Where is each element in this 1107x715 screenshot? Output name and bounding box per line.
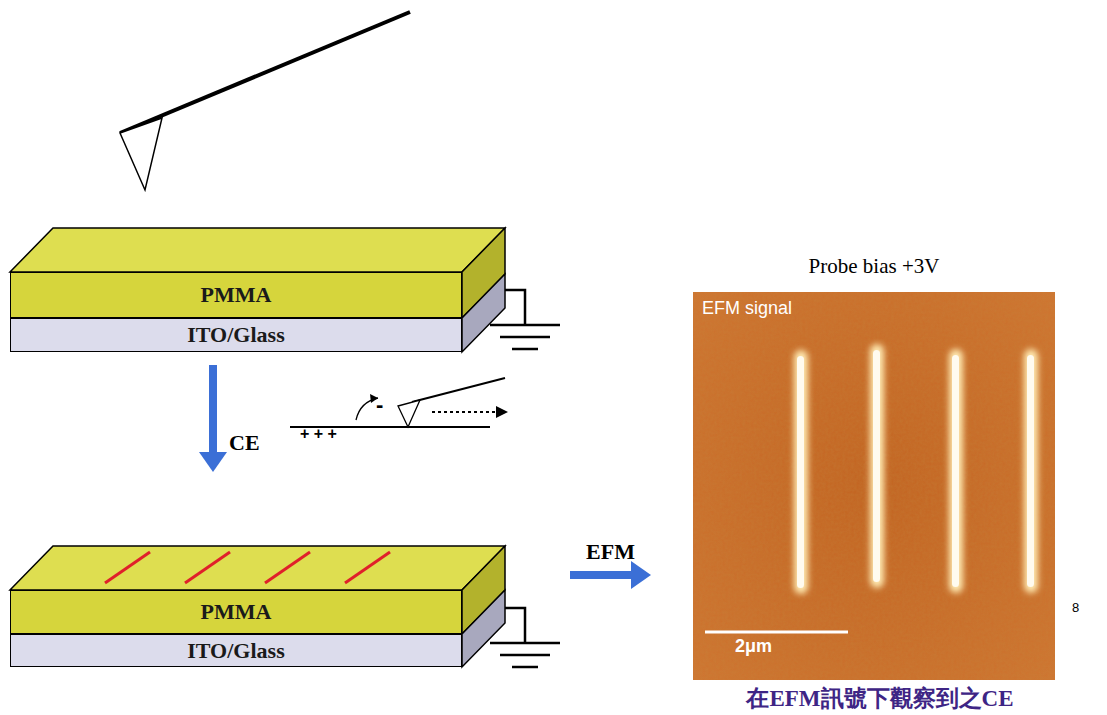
charge-sign: - (376, 392, 383, 418)
ito-glass-layer: ITO/Glass (10, 634, 462, 667)
process-arrow (570, 561, 651, 589)
image-heading: Probe bias +3V (693, 254, 1055, 279)
pmma-layer: PMMA (10, 272, 462, 318)
edge-label: CE (229, 430, 260, 456)
caption: 在EFM訊號下觀察到之CE (746, 683, 1013, 714)
ce-inset (290, 378, 508, 427)
image-label: EFM signal (702, 298, 792, 319)
ground-symbol (490, 608, 560, 667)
efm-image (693, 292, 1055, 680)
scale-label: 2μm (735, 636, 772, 657)
sample-bottom (10, 546, 505, 667)
charge-sign: + + + (300, 425, 337, 443)
sample-top (10, 228, 505, 352)
layer-label: ITO/Glass (187, 638, 284, 664)
afm-probe (120, 12, 410, 190)
layer-label: ITO/Glass (187, 322, 284, 348)
ito-glass-layer: ITO/Glass (10, 318, 462, 352)
edge-label: EFM (586, 539, 635, 565)
ground-symbol (490, 290, 560, 349)
layer-label: PMMA (201, 599, 272, 625)
efm-image-panel: Probe bias +3VEFM signal2μm (693, 292, 1055, 680)
layer-label: PMMA (201, 282, 272, 308)
pmma-layer: PMMA (10, 590, 462, 634)
page-number: 8 (1072, 600, 1079, 615)
process-arrow (199, 365, 227, 472)
